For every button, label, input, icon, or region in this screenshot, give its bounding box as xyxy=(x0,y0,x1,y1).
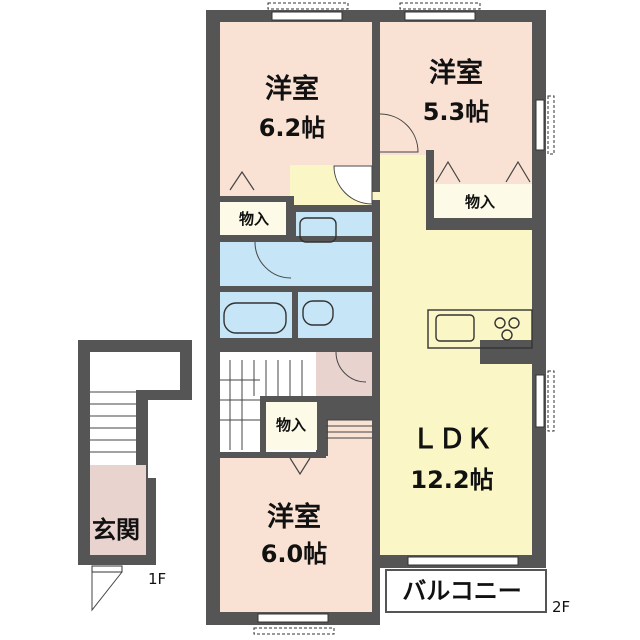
western-room-2-size: 5.3帖 xyxy=(423,98,490,126)
stairs-2f xyxy=(220,360,303,450)
bathtub xyxy=(223,302,287,334)
storage-1-area xyxy=(220,200,290,235)
washbasin xyxy=(299,217,337,243)
storage-1-label: 物入 xyxy=(239,210,269,228)
western-room-3-name: 洋室 xyxy=(267,501,321,533)
entrance-label: 玄関 xyxy=(92,516,140,544)
landing-area xyxy=(316,352,372,396)
closet-markers xyxy=(229,160,531,476)
ldk-name: ＬＤＫ xyxy=(412,424,493,455)
window-dashes xyxy=(253,2,555,635)
stairs-1f xyxy=(90,391,136,453)
stair-1f-area xyxy=(90,352,180,465)
western-room-1-size: 6.2帖 xyxy=(259,114,326,142)
western-room-1-name: 洋室 xyxy=(265,73,319,105)
stairs-handrail xyxy=(326,419,372,439)
balcony-area xyxy=(385,569,547,613)
stove-burner-1 xyxy=(494,317,506,329)
internal-walls xyxy=(214,22,536,560)
windows-2f xyxy=(257,11,545,623)
kitchen-sink xyxy=(435,314,475,342)
floor-1f-label: 1F xyxy=(148,570,166,588)
storage-2-area xyxy=(433,184,532,220)
balcony-label: バルコニー xyxy=(402,577,522,605)
door-swings xyxy=(254,113,419,383)
storage-3-label: 物入 xyxy=(276,416,306,434)
washroom-cabinet xyxy=(296,212,372,288)
floor-2f-label: 2F xyxy=(552,598,570,616)
ldk-area xyxy=(380,155,532,555)
entrance-area xyxy=(90,465,146,555)
stove-burner-2 xyxy=(508,317,520,329)
entrance-door-swing xyxy=(91,571,123,612)
entrance-door xyxy=(91,565,123,573)
western-room-3-size: 6.0帖 xyxy=(261,540,328,568)
fixtures xyxy=(223,217,533,349)
ldk-size: 12.2帖 xyxy=(410,466,493,494)
toilet-area xyxy=(298,292,372,338)
toilet-seat xyxy=(302,300,334,326)
western-room-3-area xyxy=(220,420,372,612)
stove-burner-3 xyxy=(501,329,513,341)
storage-2-label: 物入 xyxy=(465,193,495,211)
kitchen-counter xyxy=(427,309,533,349)
storage-3-area xyxy=(265,400,317,450)
bathroom-area xyxy=(220,292,294,338)
western-room-2-name: 洋室 xyxy=(429,57,483,89)
